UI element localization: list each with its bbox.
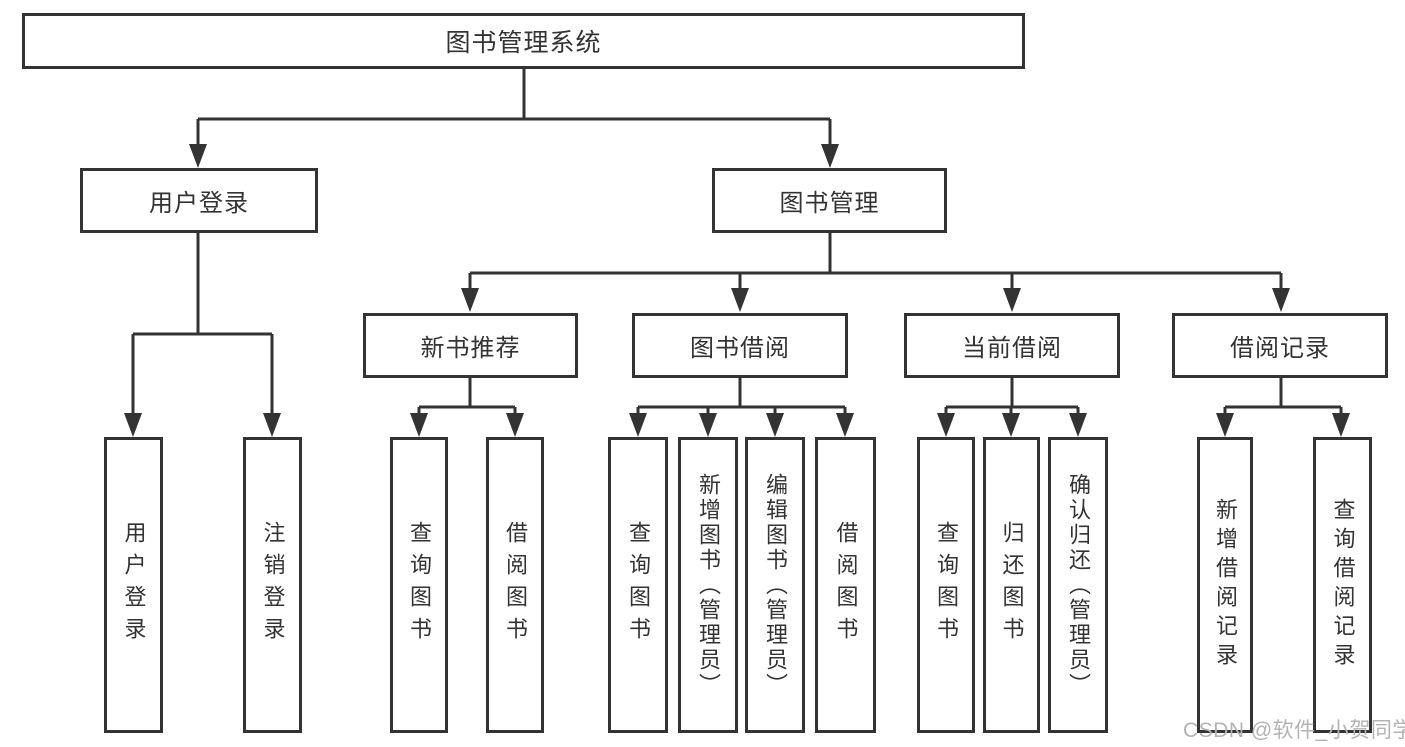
leaf-borrow-query-books: 查询图书: [608, 437, 668, 733]
node-current-borrowing: 当前借阅: [904, 313, 1120, 378]
node-borrowing-records: 借阅记录: [1172, 313, 1388, 378]
node-book-borrowing: 图书借阅: [632, 313, 848, 378]
leaf-user-login-label: 用户登录: [121, 521, 147, 649]
leaf-logout: 注销登录: [243, 437, 302, 733]
leaf-borrow-query-books-label: 查询图书: [626, 521, 651, 649]
leaf-current-query-books-label: 查询图书: [934, 521, 959, 649]
leaf-records-query-borrow-record-label: 查询借阅记录: [1330, 498, 1356, 672]
leaf-current-confirm-return-admin-label: 确认归还（管理员）: [1066, 472, 1091, 698]
leaf-current-return-books-label: 归还图书: [999, 521, 1025, 649]
leaf-borrow-edit-books-admin-label: 编辑图书（管理员）: [763, 472, 788, 698]
leaf-borrow-add-books-admin: 新增图书（管理员）: [678, 437, 738, 733]
leaf-current-confirm-return-admin: 确认归还（管理员）: [1048, 437, 1108, 733]
leaf-records-add-borrow-record-label: 新增借阅记录: [1213, 498, 1238, 672]
leaf-newbook-borrow-books: 借阅图书: [486, 437, 544, 733]
node-book-management: 图书管理: [712, 168, 947, 233]
leaf-records-add-borrow-record: 新增借阅记录: [1197, 437, 1253, 733]
leaf-newbook-borrow-books-label: 借阅图书: [503, 521, 528, 649]
node-library-system: 图书管理系统: [22, 13, 1025, 69]
leaf-newbook-query-books: 查询图书: [390, 437, 448, 733]
leaf-user-login: 用户登录: [104, 437, 163, 733]
leaf-borrow-borrow-books: 借阅图书: [815, 437, 876, 733]
leaf-records-query-borrow-record: 查询借阅记录: [1313, 437, 1372, 733]
leaf-borrow-add-books-admin-label: 新增图书（管理员）: [696, 472, 721, 698]
leaf-borrow-edit-books-admin: 编辑图书（管理员）: [745, 437, 805, 733]
leaf-current-return-books: 归还图书: [983, 437, 1040, 733]
leaf-borrow-borrow-books-label: 借阅图书: [833, 521, 859, 649]
leaf-current-query-books: 查询图书: [917, 437, 975, 733]
leaf-logout-label: 注销登录: [260, 521, 286, 649]
node-new-book-recommendation: 新书推荐: [363, 313, 578, 378]
leaf-newbook-query-books-label: 查询图书: [407, 521, 432, 649]
csdn-watermark: CSDN @软件_小贺同学: [1183, 719, 1405, 742]
node-user-login: 用户登录: [80, 168, 318, 233]
